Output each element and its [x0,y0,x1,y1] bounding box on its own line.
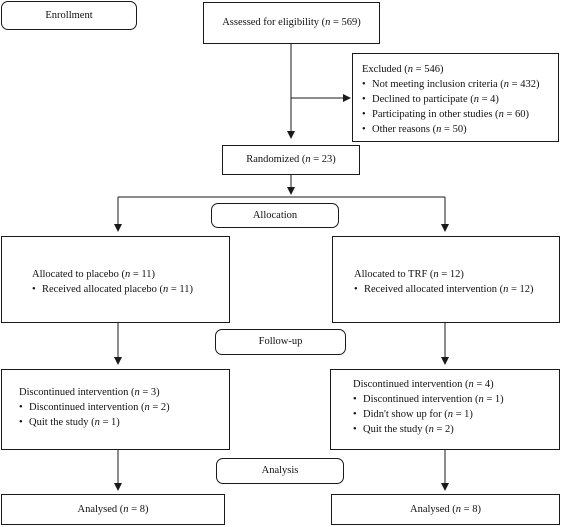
stage-enrollment-label: Enrollment [45,9,93,21]
placebo-discontinued-box: Discontinued intervention (n = 3) Discon… [1,369,230,450]
stage-enrollment: Enrollment [1,1,137,30]
placebo-received-item: Received allocated placebo (n = 11) [32,282,229,297]
excluded-item: Not meeting inclusion criteria (n = 432) [362,77,558,92]
trf-discontinued-item: Discontinued intervention (n = 1) [353,392,559,407]
trf-discontinued-box: Discontinued intervention (n = 4) Discon… [330,369,560,450]
excluded-title: Excluded (n = 546) [362,64,444,75]
placebo-allocated-list: Received allocated placebo (n = 11) [32,282,229,297]
placebo-analysed-label: Analysed (n = 8) [77,503,149,515]
stage-followup-label: Follow-up [258,336,303,347]
excluded-item: Declined to participate (n = 4) [362,92,558,107]
assessed-label: Assessed for eligibility (n = 569) [222,17,361,28]
excluded-item: Participating in other studies (n = 60) [362,107,558,122]
placebo-allocated-title: Allocated to placebo (n = 11) [32,269,156,280]
placebo-discontinued-list: Discontinued intervention (n = 2) Quit t… [19,400,229,430]
placebo-discontinued-item: Quit the study (n = 1) [19,415,229,430]
excluded-item: Other reasons (n = 50) [362,122,558,137]
randomized-box: Randomized (n = 23) [222,145,360,175]
trf-received-item: Received allocated intervention (n = 12) [354,282,559,297]
stage-allocation-label: Allocation [252,209,298,221]
stage-allocation: Allocation [211,203,339,228]
excluded-box: Excluded (n = 546) Not meeting inclusion… [352,53,559,142]
placebo-analysed-box: Analysed (n = 8) [1,494,225,525]
trf-discontinued-item: Quit the study (n = 2) [353,422,559,437]
trf-allocated-title: Allocated to TRF (n = 12) [354,269,464,280]
placebo-allocated-box: Allocated to placebo (n = 11) Received a… [1,236,230,323]
placebo-discontinued-title: Discontinued intervention (n = 3) [19,387,160,398]
trf-discontinued-title: Discontinued intervention (n = 4) [353,379,494,390]
trf-analysed-label: Analysed (n = 8) [410,503,481,515]
trf-discontinued-list: Discontinued intervention (n = 1) Didn't… [353,392,559,437]
placebo-discontinued-item: Discontinued intervention (n = 2) [19,400,229,415]
randomized-label: Randomized (n = 23) [246,154,336,165]
trf-discontinued-item: Didn't show up for (n = 1) [353,407,559,422]
trf-analysed-box: Analysed (n = 8) [331,494,560,525]
trf-allocated-list: Received allocated intervention (n = 12) [354,282,559,297]
excluded-list: Not meeting inclusion criteria (n = 432)… [362,77,558,137]
stage-followup: Follow-up [215,329,346,355]
stage-analysis-label: Analysis [261,465,299,476]
trf-allocated-box: Allocated to TRF (n = 12) Received alloc… [332,236,560,323]
assessed-box: Assessed for eligibility (n = 569) [203,2,380,44]
stage-analysis: Analysis [216,458,344,484]
